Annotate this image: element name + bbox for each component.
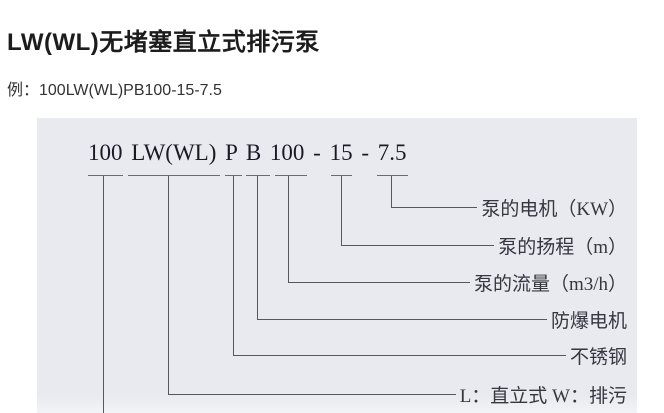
model-code-text: 100 LW(WL) P B 100 - 15 - 7.5 (88, 140, 407, 165)
callout-type: L：直立式 W：排污 (168, 381, 627, 407)
label-head: 泵的扬程（m） (498, 236, 627, 258)
connector-line (288, 281, 470, 283)
leader-b (257, 176, 258, 319)
callout-stainless: 不锈钢 (233, 342, 627, 368)
tick-under-head (331, 175, 352, 176)
nomenclature-diagram-panel: 100 LW(WL) P B 100 - 15 - 7.5 泵的电机（KW） 泵… (37, 118, 637, 413)
page-title: LW(WL)无堵塞直立式排污泵 (7, 29, 320, 56)
label-flow: 泵的流量（m3/h） (473, 273, 627, 295)
connector-line (168, 393, 456, 395)
label-motor-power: 泵的电机（KW） (481, 198, 627, 220)
tick-under-lwwl (128, 175, 220, 176)
tick-under-p (225, 175, 242, 176)
leader-lwwl (168, 176, 169, 394)
connector-line (341, 244, 495, 246)
label-explosion-proof: 防爆电机 (550, 310, 627, 332)
leader-size (103, 176, 104, 413)
label-stainless: 不锈钢 (569, 346, 627, 368)
tick-under-size (88, 175, 123, 176)
callout-head: 泵的扬程（m） (341, 232, 627, 258)
callout-explosion-proof: 防爆电机 (257, 306, 627, 332)
connector-line (391, 206, 478, 208)
connector-line (233, 354, 566, 356)
example-model-number: 例：100LW(WL)PB100-15-7.5 (7, 82, 222, 99)
tick-under-power (377, 175, 408, 176)
leader-p (233, 176, 234, 355)
connector-line (257, 318, 547, 320)
leader-power (391, 176, 392, 207)
callout-flow: 泵的流量（m3/h） (288, 269, 627, 295)
leader-flow (288, 176, 289, 282)
tick-under-b (246, 175, 270, 176)
tick-under-flow (275, 175, 307, 176)
callout-motor-power: 泵的电机（KW） (391, 194, 627, 220)
leader-head (341, 176, 342, 245)
label-type: L：直立式 W：排污 (459, 385, 627, 407)
